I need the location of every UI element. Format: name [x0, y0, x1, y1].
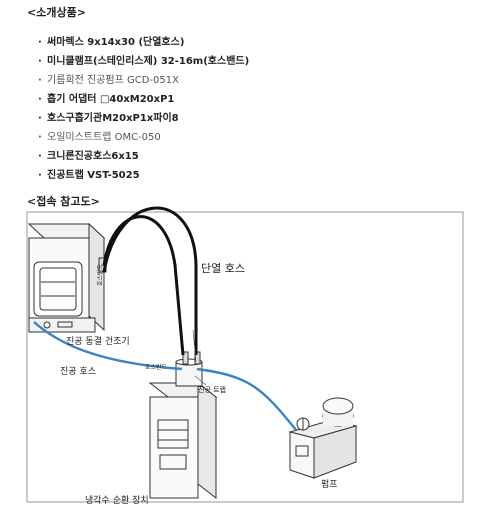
bullet-icon: · — [38, 75, 42, 86]
label-hose-end-left: 호스반드 — [96, 263, 104, 286]
bullet-icon: · — [38, 56, 42, 67]
product-list: · 써마렉스 9x14x30 (단열호스) · 미니클램프(스테인리스제) 32-1… — [38, 33, 249, 185]
product-name: 기름회전 진공펌프 GCD-051X — [47, 75, 179, 86]
bullet-icon: · — [38, 113, 42, 124]
product-name: 써마렉스 9x14x30 (단열호스) — [47, 37, 185, 48]
bullet-icon: · — [38, 151, 42, 162]
product-item[interactable]: · 진공트랩 VST-5025 — [38, 166, 249, 185]
product-name: 크니른진공호스6x15 — [47, 151, 139, 162]
bullet-icon: · — [38, 170, 42, 181]
vacuum-freeze-dryer — [27, 222, 107, 333]
bullet-icon: · — [38, 132, 42, 143]
product-name: 오일미스트트랩 OMC-050 — [47, 132, 161, 143]
bullet-icon: · — [38, 94, 42, 105]
product-item[interactable]: · 기름회전 진공펌프 GCD-051X — [38, 71, 249, 90]
pump-unit — [288, 397, 358, 479]
diagram-section-title: <접속 참고도> — [27, 195, 100, 208]
product-item[interactable]: · 흡기 어댑터 □40xM20xP1 — [38, 90, 249, 109]
label-hose-end-trap: 호스반드 — [145, 363, 168, 371]
label-vacuum-hose: 진공 호스 — [60, 366, 96, 377]
label-pump: 펌프 — [321, 478, 338, 490]
leader-line — [192, 329, 197, 363]
product-name: 진공트랩 VST-5025 — [47, 170, 140, 181]
vacuum-hose-dryer-side — [33, 321, 183, 371]
label-insulated-hose: 단열 호스 — [201, 262, 245, 275]
product-item[interactable]: · 호스구흡기관M20xP1x파이8 — [38, 109, 249, 128]
product-name: 흡기 어댑터 □40xM20xP1 — [47, 94, 175, 105]
product-name: 미니클램프(스테인리스제) 32-16m(호스밴드) — [47, 56, 250, 67]
insulated-hose-outer — [102, 206, 198, 355]
products-section-title: <소개상품> — [27, 6, 86, 19]
product-item[interactable]: · 써마렉스 9x14x30 (단열호스) — [38, 33, 249, 52]
product-item[interactable]: · 오일미스트트랩 OMC-050 — [38, 128, 249, 147]
diagram-frame — [26, 211, 464, 503]
coolant-circulator — [148, 351, 218, 500]
label-vacuum-trap: 진공 트랩 — [198, 385, 226, 394]
vacuum-hose-pump-side — [196, 367, 297, 431]
product-item[interactable]: · 미니클램프(스테인리스제) 32-16m(호스밴드) — [38, 52, 249, 71]
product-name: 호스구흡기관M20xP1x파이8 — [47, 113, 179, 124]
label-vacuum-freeze-dryer: 진공 동결 건조기 — [66, 336, 130, 347]
bullet-icon: · — [38, 37, 42, 48]
product-item[interactable]: · 크니른진공호스6x15 — [38, 147, 249, 166]
insulated-hose-inner — [102, 215, 185, 356]
leader-line — [194, 375, 207, 386]
label-coolant-circulator: 냉각수 순환 장치 — [85, 494, 149, 506]
